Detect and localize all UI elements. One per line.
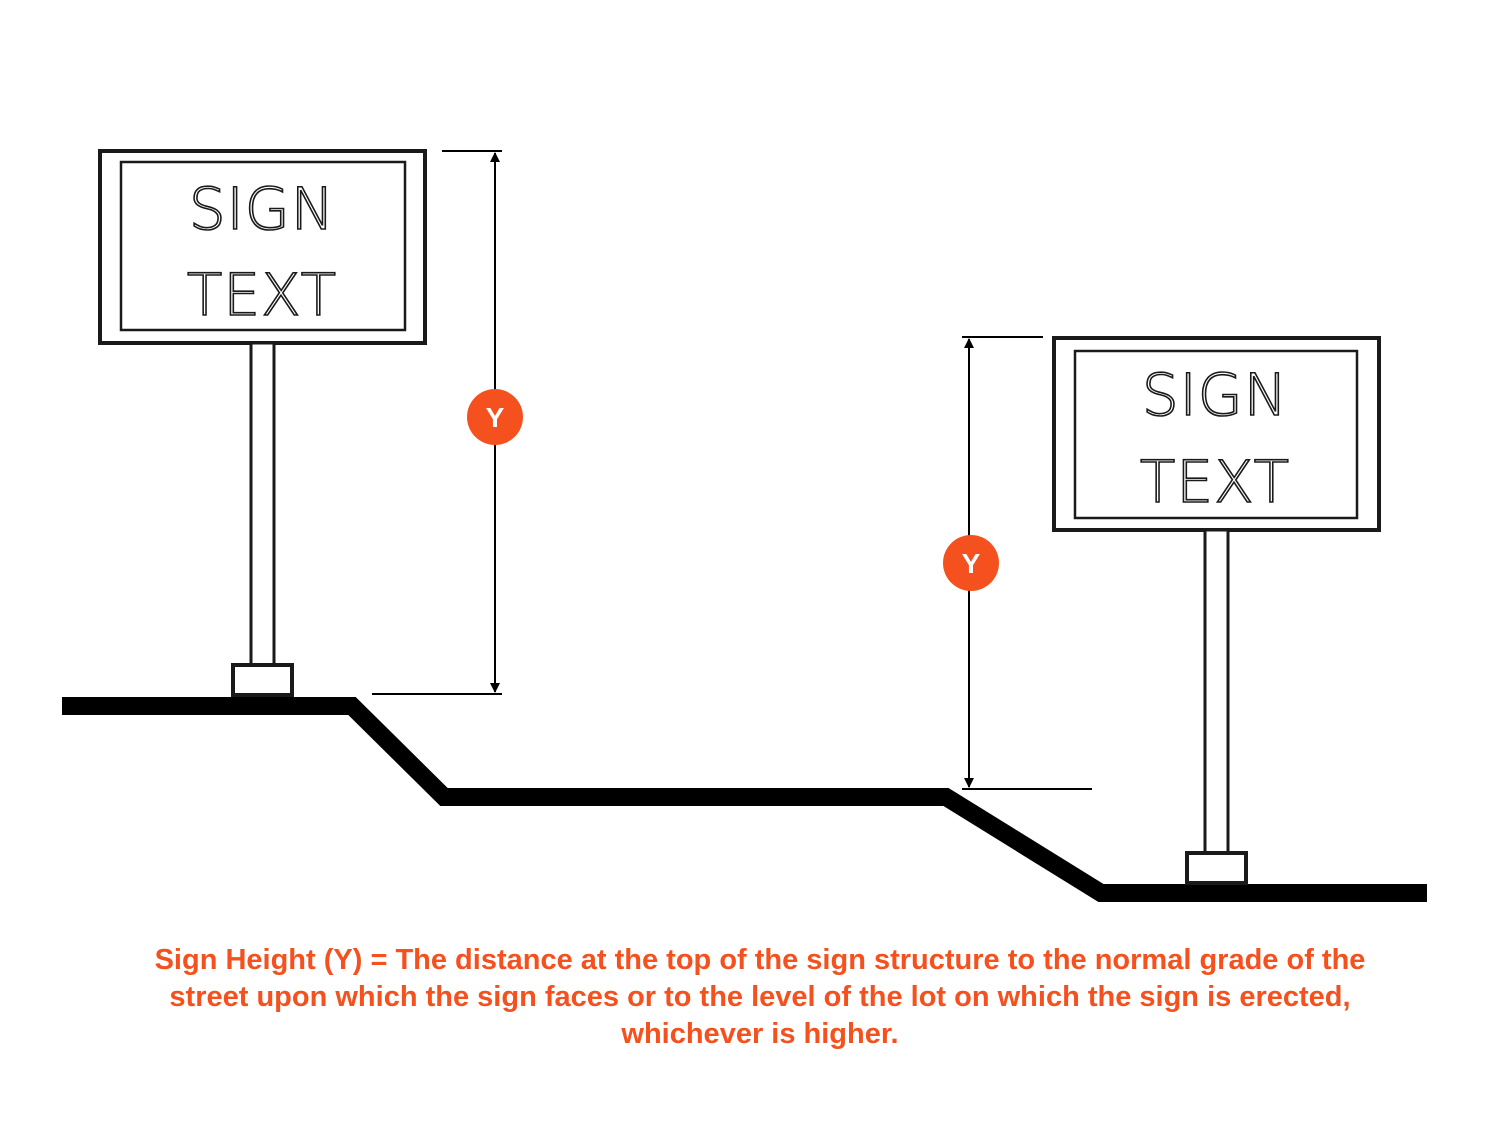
right-sign-panel <box>1073 349 1359 520</box>
ground-line <box>62 697 1427 902</box>
left-dimension: Y <box>372 150 523 695</box>
left-sign-panel <box>119 160 407 332</box>
left-sign-base <box>231 663 294 697</box>
right-dimension: Y <box>943 336 1092 790</box>
caption-line-3: whichever is higher. <box>621 1018 899 1050</box>
caption-line-2: street upon which the sign faces or to t… <box>169 981 1351 1013</box>
right-sign-text-line1: SIGN <box>1142 361 1288 429</box>
sign-height-caption: Sign Height (Y) = The distance at the to… <box>60 942 1460 1053</box>
right-y-badge <box>943 535 999 591</box>
left-y-badge <box>467 389 523 445</box>
right-y-badge-label: Y <box>962 548 981 579</box>
right-sign-post <box>1203 528 1230 855</box>
right-sign-text-line2: TEXT <box>1140 448 1290 516</box>
caption-line-1: Sign Height (Y) = The distance at the to… <box>154 944 1366 976</box>
right-sign-base <box>1185 851 1248 885</box>
right-sign: SIGN TEXT <box>1052 336 1381 885</box>
left-sign-text-line1: SIGN <box>189 175 335 243</box>
left-sign-text-line2: TEXT <box>187 261 337 329</box>
left-sign: SIGN TEXT <box>98 149 427 697</box>
left-sign-post <box>249 341 276 667</box>
left-y-badge-label: Y <box>486 402 505 433</box>
